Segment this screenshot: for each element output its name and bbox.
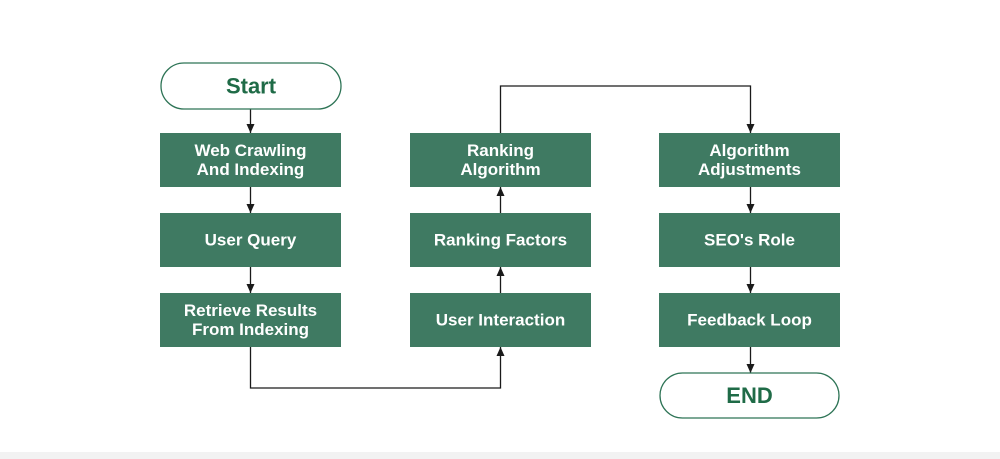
process-node-ranking-factors: Ranking Factors — [410, 213, 591, 267]
process-node-user-interaction: User Interaction — [410, 293, 591, 347]
process-box — [659, 133, 840, 187]
connectors — [246, 85, 755, 389]
node-label-end-line-1: END — [726, 383, 772, 408]
terminal-node-start: Start — [160, 62, 342, 110]
process-node-feedback-loop: Feedback Loop — [659, 293, 840, 347]
node-label-algorithm-adjustments-line-1: Algorithm — [709, 141, 789, 160]
process-box — [160, 213, 341, 267]
terminal-node-end: END — [659, 372, 840, 419]
process-box — [410, 133, 591, 187]
process-box — [410, 293, 591, 347]
node-label-ranking-algorithm-line-1: Ranking — [467, 141, 534, 160]
node-label-user-query-line-1: User Query — [205, 231, 297, 250]
node-label-feedback-loop-line-1: Feedback Loop — [687, 311, 812, 330]
terminal-shape — [160, 62, 342, 110]
node-label-algorithm-adjustments-line-2: Adjustments — [698, 160, 801, 179]
process-box — [659, 213, 840, 267]
node-label-seos-role-line-1: SEO's Role — [704, 231, 795, 250]
node-label-user-interaction-line-1: User Interaction — [436, 311, 565, 330]
process-box — [160, 293, 341, 347]
terminal-shape — [659, 372, 840, 419]
node-label-web-crawling-line-1: Web Crawling — [194, 141, 306, 160]
node-label-web-crawling-line-2: And Indexing — [197, 160, 305, 179]
connector-retrieve-results-to-user-interaction — [249, 347, 505, 389]
process-node-user-query: User Query — [160, 213, 341, 267]
node-label-retrieve-results-line-1: Retrieve Results — [184, 301, 317, 320]
process-box — [160, 133, 341, 187]
connector-ranking-algorithm-to-algorithm-adjustments — [499, 85, 755, 133]
process-node-seos-role: SEO's Role — [659, 213, 840, 267]
node-label-start-line-1: Start — [226, 74, 277, 99]
process-box — [659, 293, 840, 347]
node-label-ranking-algorithm-line-2: Algorithm — [460, 160, 540, 179]
bottom-strip — [0, 452, 1000, 459]
node-label-retrieve-results-line-2: From Indexing — [192, 320, 309, 339]
node-label-ranking-factors-line-1: Ranking Factors — [434, 231, 567, 250]
process-box — [410, 213, 591, 267]
